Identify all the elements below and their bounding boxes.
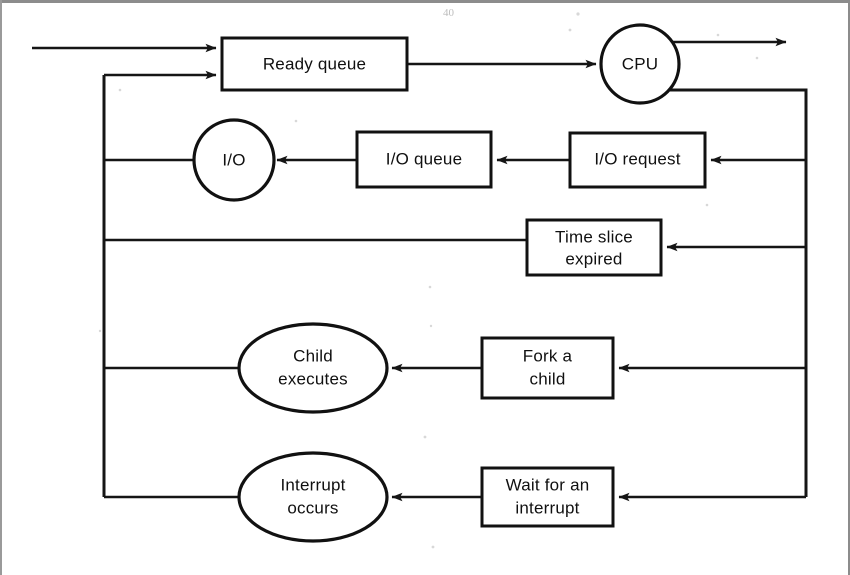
node-cpu[interactable]: CPU xyxy=(599,23,681,105)
scan-speck xyxy=(423,435,427,439)
io-request-box[interactable] xyxy=(568,131,707,189)
time-slice-expired-box[interactable] xyxy=(525,218,663,277)
wait-for-an-interrupt-box[interactable] xyxy=(480,466,615,528)
scan-speck xyxy=(428,285,432,289)
node-time-slice-expired[interactable]: Time slice expired xyxy=(525,218,663,277)
wait-for-an-interrupt-label-line1: Wait for an xyxy=(506,475,590,494)
scan-speck xyxy=(705,203,709,207)
io-queue-label: I/O queue xyxy=(386,149,462,168)
scan-speck xyxy=(429,324,433,328)
child-executes-label-line1: Child xyxy=(293,346,333,365)
node-fork-a-child[interactable]: Fork a child xyxy=(480,336,615,400)
node-io-queue[interactable]: I/O queue xyxy=(355,130,493,189)
scan-speck xyxy=(118,88,122,92)
io-request-label: I/O request xyxy=(594,149,680,168)
child-executes-ellipse[interactable] xyxy=(237,322,389,414)
scan-frame-top-border xyxy=(0,0,850,3)
fork-a-child-label-line1: Fork a xyxy=(523,346,573,365)
right-dispatch-bus xyxy=(668,88,808,497)
time-slice-expired-label-line1: Time slice xyxy=(555,227,633,246)
ready-queue-label: Ready queue xyxy=(263,54,366,73)
fork-a-child-label-line2: child xyxy=(530,369,566,388)
node-interrupt-occurs[interactable]: Interrupt occurs xyxy=(237,451,389,543)
scan-frame-right-border xyxy=(848,0,850,575)
node-ready-queue[interactable]: Ready queue xyxy=(220,36,409,92)
interrupt-occurs-label-line2: occurs xyxy=(287,498,338,517)
scan-speck xyxy=(568,28,572,32)
scan-speck xyxy=(98,329,102,333)
node-wait-for-an-interrupt[interactable]: Wait for an interrupt xyxy=(480,466,615,528)
node-io-request[interactable]: I/O request xyxy=(568,131,707,189)
scan-speck xyxy=(431,545,435,549)
scan-frame-left-border xyxy=(0,0,2,575)
child-executes-label-line2: executes xyxy=(278,369,348,388)
time-slice-expired-label-line2: expired xyxy=(565,249,622,268)
ready-queue-box[interactable] xyxy=(220,36,409,92)
scan-speck xyxy=(755,56,759,60)
io-queue-box[interactable] xyxy=(355,130,493,189)
io-label: I/O xyxy=(222,150,245,169)
interrupt-occurs-label-line1: Interrupt xyxy=(280,475,345,494)
interrupt-occurs-ellipse[interactable] xyxy=(237,451,389,543)
scan-speck xyxy=(716,33,720,37)
node-io[interactable]: I/O xyxy=(192,118,276,202)
cpu-label: CPU xyxy=(622,54,659,73)
wait-for-an-interrupt-label-line2: interrupt xyxy=(515,498,579,517)
scan-artifact-text: 40 xyxy=(443,7,455,19)
io-circle[interactable] xyxy=(192,118,276,202)
cpu-circle[interactable] xyxy=(599,23,681,105)
fork-a-child-box[interactable] xyxy=(480,336,615,400)
scan-speck xyxy=(576,12,580,16)
scan-speck xyxy=(294,119,298,123)
node-child-executes[interactable]: Child executes xyxy=(237,322,389,414)
